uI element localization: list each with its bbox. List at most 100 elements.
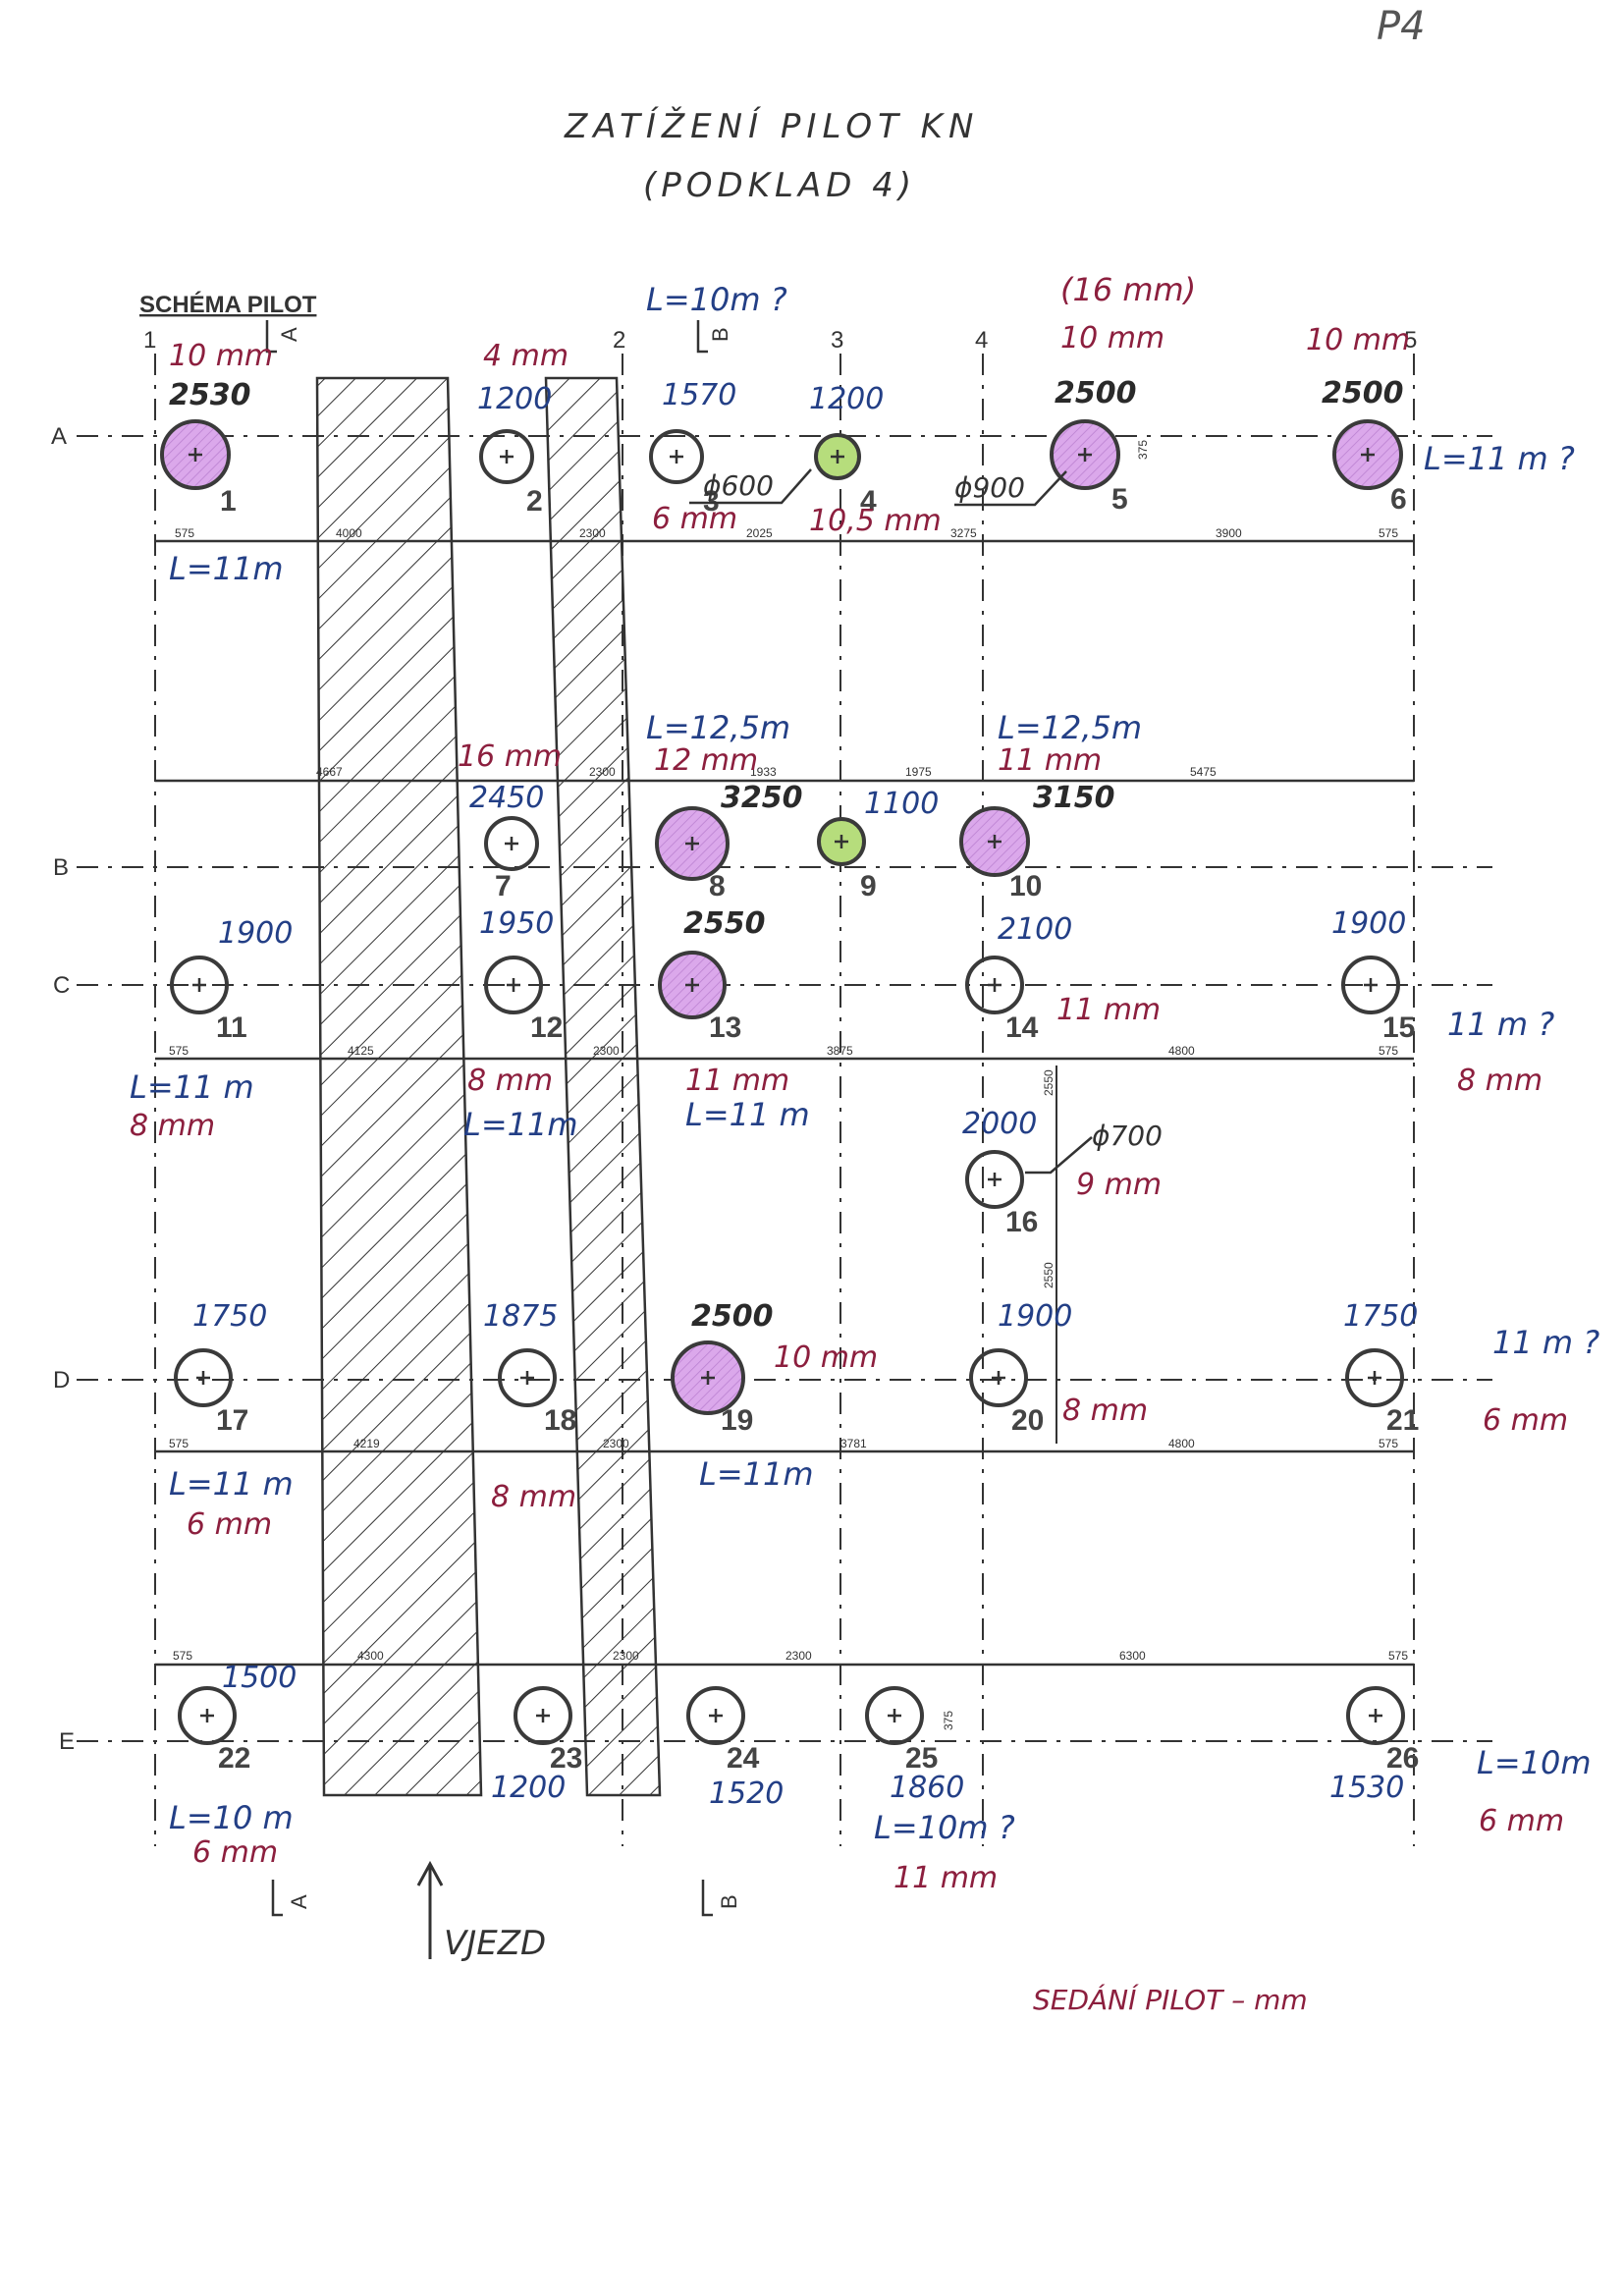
dim-e-4: 2300: [785, 1649, 812, 1663]
length-note-a-top: L=10m ?: [646, 281, 787, 318]
pile-26-load: 1530: [1329, 1771, 1404, 1805]
pile-6-number: 6: [1390, 483, 1407, 516]
pile-13-settlement: 11 mm: [685, 1064, 789, 1098]
pile-5-load: 2500: [1055, 376, 1137, 410]
pile-3-circle: [649, 429, 704, 484]
length-note-a-right: L=11 m ?: [1424, 440, 1575, 477]
pile-23-circle: [514, 1686, 572, 1745]
hatched-wall-right: [544, 376, 662, 1797]
grid-lines: [77, 354, 1492, 1846]
pile-2-number: 2: [526, 485, 543, 518]
pile-7: 7 2450 16 mm: [458, 739, 562, 902]
row-label-e: E: [59, 1728, 75, 1755]
pile-16-load: 2000: [962, 1107, 1037, 1141]
dim-v-4: 375: [1136, 440, 1150, 460]
pile-15-load: 1900: [1331, 906, 1406, 941]
section-mark-a-top: A: [277, 327, 301, 342]
pile-14-number: 14: [1005, 1011, 1039, 1044]
pile-9-number: 9: [860, 870, 877, 902]
pile-17-number: 17: [216, 1404, 248, 1437]
pile-10-settlement: 11 mm: [998, 743, 1102, 778]
pile-4-settlement: 10,5 mm: [809, 504, 942, 538]
pile-1-load: 2530: [169, 378, 251, 412]
pile-8-number: 8: [709, 870, 726, 902]
pile-26-number: 26: [1386, 1742, 1419, 1775]
section-marks: [265, 320, 713, 1917]
pile-3-settlement: 6 mm: [652, 502, 737, 536]
pile-6-load: 2500: [1322, 376, 1404, 410]
pile-24-load: 1520: [709, 1777, 784, 1811]
dim-e-6: 575: [1388, 1649, 1408, 1663]
pile-24-circle: [686, 1686, 745, 1745]
pile-14-circle: [965, 956, 1024, 1014]
pile-15-settlement: 8 mm: [1457, 1064, 1543, 1098]
axis-labels: 1 2 3 4 5 A B C D E: [51, 327, 1417, 1755]
pile-21-number: 21: [1386, 1404, 1419, 1437]
pile-2-load: 1200: [477, 382, 552, 416]
leader-lines: [689, 468, 1093, 1175]
pile-25-load: 1860: [890, 1771, 964, 1805]
length-note-c-mid: L=11m: [463, 1106, 578, 1143]
length-note-c-left: L=11 m: [130, 1068, 254, 1106]
pile-24-number: 24: [727, 1742, 760, 1775]
pile-11-load: 1900: [218, 916, 293, 951]
length-note-d-19: L=11m: [699, 1455, 814, 1493]
entrance-label: VJEZD: [444, 1924, 546, 1963]
dim-c-2: 4125: [348, 1044, 374, 1058]
pile-23-number: 23: [550, 1742, 582, 1775]
dim-a-7: 575: [1379, 526, 1398, 540]
pile-22-settlement: 6 mm: [192, 1835, 278, 1870]
row-label-b: B: [53, 854, 69, 881]
pile-3-load: 1570: [662, 378, 736, 412]
pile-18-circle: [498, 1348, 557, 1407]
pile-6: 6 2500 10 mm: [1306, 323, 1410, 516]
pile-7-number: 7: [495, 870, 512, 902]
pile-7-circle: [484, 816, 539, 871]
pile-1-number: 1: [220, 485, 237, 518]
pile-20-circle: [969, 1348, 1028, 1407]
dim-d-5: 4800: [1168, 1437, 1195, 1450]
length-note-e-left: L=10 m: [169, 1799, 294, 1836]
pile-10-load: 3150: [1033, 781, 1115, 815]
pile-20-number: 20: [1011, 1404, 1044, 1437]
pile-19-number: 19: [721, 1404, 753, 1437]
pile-3: 3 1570 6 mm: [649, 378, 737, 536]
axis-label-2: 2: [613, 327, 625, 354]
dim-d-4: 3781: [840, 1437, 867, 1450]
length-note-c-13: L=11 m: [685, 1096, 810, 1133]
dim-a-3: 2300: [579, 526, 606, 540]
pile-7-settlement: 16 mm: [458, 739, 562, 774]
pile-19-settlement: 10 mm: [774, 1340, 878, 1375]
title-line-1: ZATÍŽENÍ PILOT KN: [564, 106, 979, 146]
dim-v-2: 2550: [1042, 1262, 1056, 1288]
axis-label-1: 1: [143, 327, 156, 354]
pile-6-settlement: 10 mm: [1306, 323, 1410, 357]
pile-3-number: 3: [703, 485, 720, 518]
diameter-700: ϕ700: [1092, 1120, 1163, 1152]
pile-7-load: 2450: [469, 781, 544, 815]
dim-b-3: 1933: [750, 765, 777, 779]
schema-label: SCHÉMA PILOT: [139, 291, 317, 318]
row-label-c: C: [53, 972, 70, 999]
page-mark: P4: [1377, 4, 1426, 49]
pile-13-number: 13: [709, 1011, 741, 1044]
dim-d-2: 4219: [353, 1437, 380, 1450]
pile-5-settlement: 10 mm: [1060, 321, 1164, 355]
pile-15: 15 1900 8 mm: [1331, 906, 1543, 1098]
pile-17-circle: [174, 1348, 233, 1407]
dim-b-4: 1975: [905, 765, 932, 779]
pile-15-number: 15: [1382, 1011, 1415, 1044]
pile-21-load: 1750: [1343, 1299, 1418, 1334]
row-label-a: A: [51, 423, 67, 450]
section-mark-b-top: B: [708, 327, 732, 342]
dim-b-1: 4667: [316, 765, 343, 779]
section-mark-b-bottom: B: [717, 1894, 741, 1909]
